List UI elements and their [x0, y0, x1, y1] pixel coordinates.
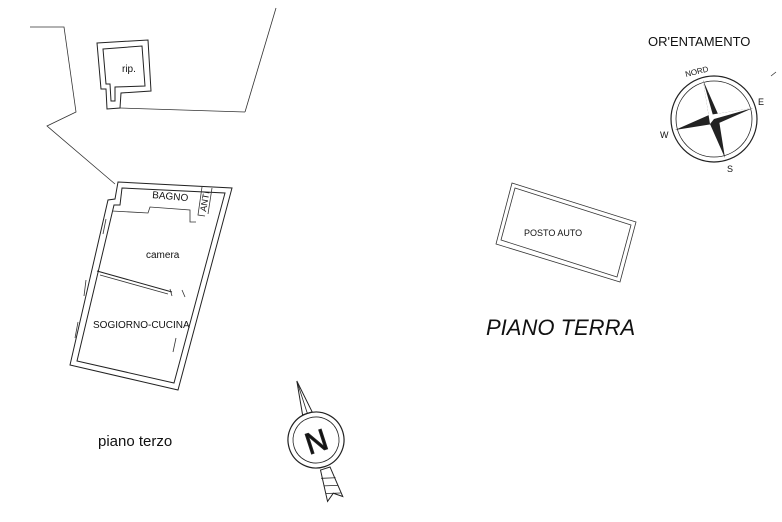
- apartment-plan: BAGNO ANTI camera SOGIORNO-CUCINA: [69, 181, 233, 391]
- north-arrow: N: [287, 380, 345, 503]
- parking-label: POSTO AUTO: [524, 228, 582, 238]
- upper-floor-caption: piano terzo: [98, 433, 172, 450]
- living-kitchen-label: SOGIORNO-CUCINA: [93, 320, 190, 331]
- compass-rose: OR'ENTAMENTO NORD E W S: [648, 34, 777, 174]
- orientation-title: OR'ENTAMENTO: [648, 34, 750, 49]
- compass-east-label: E: [758, 97, 764, 107]
- storage-room: rip.: [96, 39, 152, 110]
- north-arrow-letter: N: [301, 423, 332, 461]
- compass-west-label: W: [660, 130, 669, 140]
- storage-label: rip.: [122, 64, 136, 75]
- parking-space: POSTO AUTO: [495, 182, 637, 283]
- site-outline: [30, 7, 277, 185]
- compass-south-label: S: [727, 164, 733, 174]
- ground-floor-caption: PIANO TERRA: [486, 315, 635, 340]
- bedroom-label: camera: [146, 250, 180, 261]
- bathroom-label: BAGNO: [152, 190, 189, 204]
- antechamber-label: ANTI: [198, 190, 211, 212]
